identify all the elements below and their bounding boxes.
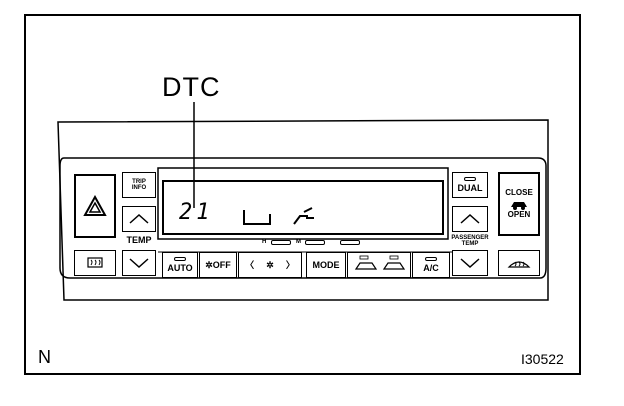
figure-id: I30522	[521, 351, 564, 367]
fan-speed-control[interactable]: 〈 ✲ 〉	[238, 252, 302, 278]
fan-level-m-indicator	[305, 240, 325, 245]
auto-indicator	[174, 257, 186, 261]
fan-down-icon[interactable]: 〈	[245, 259, 255, 270]
fan-level-low-indicator	[340, 240, 360, 245]
display-temp-digits: 21	[179, 200, 214, 225]
fan-level-h-indicator	[271, 240, 291, 245]
dual-label: DUAL	[457, 183, 483, 193]
chevron-down-icon	[460, 258, 480, 269]
fan-level-m-label: M	[296, 239, 301, 245]
rear-defog-button[interactable]	[74, 250, 116, 276]
temp-down-button[interactable]	[122, 250, 156, 276]
fan-off-button[interactable]: ✲ OFF	[199, 252, 237, 278]
fan-up-icon[interactable]: 〉	[285, 259, 295, 270]
close-label: CLOSE	[505, 187, 533, 197]
fan-speed-icon: ✲	[266, 259, 274, 270]
fan-level-h-label: H	[262, 239, 267, 245]
front-defog-icon	[507, 261, 531, 268]
dtc-callout-label: DTC	[162, 72, 221, 102]
corner-mark: N	[38, 347, 51, 367]
rear-defog-icon	[87, 257, 103, 268]
mode-label: MODE	[312, 259, 340, 270]
ac-button[interactable]: A/C	[412, 252, 450, 278]
passenger-temp-down-button[interactable]	[452, 250, 488, 276]
trip-info-button[interactable]: TRIP INFO	[122, 172, 156, 198]
dual-button[interactable]: DUAL	[452, 172, 488, 198]
auto-button[interactable]: AUTO	[162, 252, 198, 278]
display-airflow-icon	[293, 207, 314, 225]
chevron-down-icon	[129, 258, 149, 269]
auto-label: AUTO	[167, 263, 193, 273]
front-defog-button[interactable]	[498, 250, 540, 276]
off-label: OFF	[212, 259, 231, 270]
recirculation-icon	[354, 255, 406, 270]
display-mode-segment-icon	[243, 210, 271, 225]
hazard-button[interactable]	[74, 174, 116, 238]
hazard-icon	[83, 195, 107, 216]
chevron-up-icon	[460, 213, 480, 224]
close-open-button[interactable]: CLOSE OPEN	[498, 172, 540, 236]
figure-frame	[24, 14, 581, 375]
passenger-temp-label: PASSENGER TEMP	[451, 235, 489, 248]
air-intake-button[interactable]	[347, 252, 411, 278]
dual-indicator	[464, 177, 476, 181]
car-icon	[511, 202, 527, 210]
chevron-up-icon	[129, 213, 149, 224]
open-label: OPEN	[507, 210, 531, 219]
ac-label: A/C	[423, 263, 439, 273]
display-screen	[162, 180, 444, 235]
ac-indicator	[425, 257, 437, 261]
temp-label: TEMP	[126, 235, 152, 245]
trip-info-label: TRIP INFO	[131, 178, 147, 191]
fan-icon: ✲	[205, 259, 213, 270]
passenger-temp-up-button[interactable]	[452, 206, 488, 232]
temp-up-button[interactable]	[122, 206, 156, 232]
mode-button[interactable]: MODE	[306, 252, 346, 278]
